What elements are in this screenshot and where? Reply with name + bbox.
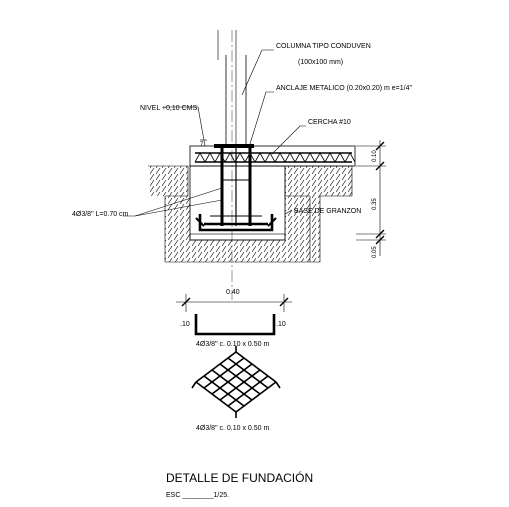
label-gravel-base: BASE DE GRANZON bbox=[294, 208, 361, 215]
label-rebar-vertical: 4Ø3/8" L=0.70 cm bbox=[72, 211, 129, 218]
leader-lines bbox=[123, 49, 306, 217]
drawing-scale: ESC ________1/25. bbox=[166, 492, 229, 499]
dim-middle: 0.35 bbox=[372, 198, 378, 210]
mesh-bar bbox=[203, 357, 245, 389]
mesh-bar bbox=[195, 381, 237, 413]
mesh-bar bbox=[211, 369, 253, 401]
mesh-bar bbox=[203, 375, 245, 407]
label-side-left: .10 bbox=[180, 321, 190, 328]
label-mesh-spec: 4Ø3/8" c. 0.10 x 0.50 m bbox=[196, 425, 269, 432]
rebar-section bbox=[195, 148, 277, 232]
label-stirrup-spec: 4Ø3/8" c. 0.10 x 0.50 m bbox=[196, 341, 269, 348]
label-plan-width: 0.40 bbox=[226, 289, 240, 296]
stirrup-plan bbox=[176, 294, 292, 336]
mesh-bar bbox=[195, 351, 237, 383]
label-level: NIVEL +0,10 CMS. bbox=[140, 105, 199, 112]
mesh-bar bbox=[211, 363, 253, 395]
label-anchor: ANCLAJE METALICO (0.20x0.20) m e=1/4" bbox=[276, 85, 413, 92]
mesh-bar bbox=[235, 381, 277, 413]
mesh-hook bbox=[191, 381, 197, 389]
earth-hatch bbox=[148, 165, 353, 263]
label-column-size: (100x100 mm) bbox=[298, 59, 343, 66]
dim-bottom: 0.05 bbox=[372, 246, 378, 258]
vertical-dimension bbox=[356, 140, 386, 256]
dim-top: 0.10 bbox=[372, 150, 378, 162]
mesh-bar bbox=[219, 369, 261, 401]
truss bbox=[194, 152, 356, 163]
label-truss: CERCHA #10 bbox=[308, 119, 351, 126]
text-labels: COLUMNA TIPO CONDUVEN (100x100 mm) ANCLA… bbox=[72, 43, 413, 499]
mesh-bar bbox=[227, 375, 269, 407]
column bbox=[214, 30, 254, 300]
mesh-bar bbox=[227, 357, 269, 389]
mesh-hook bbox=[275, 381, 281, 389]
label-side-right: .10 bbox=[276, 321, 286, 328]
label-column-type: COLUMNA TIPO CONDUVEN bbox=[276, 43, 371, 50]
drawing-title: DETALLE DE FUNDACIÓN bbox=[166, 470, 313, 485]
mesh-bar bbox=[219, 363, 261, 395]
footing bbox=[189, 165, 286, 241]
label-level-mark: 7 bbox=[200, 142, 204, 148]
concrete-slab bbox=[189, 145, 356, 167]
mesh-bar bbox=[235, 351, 277, 383]
rebar-mesh bbox=[191, 346, 281, 418]
